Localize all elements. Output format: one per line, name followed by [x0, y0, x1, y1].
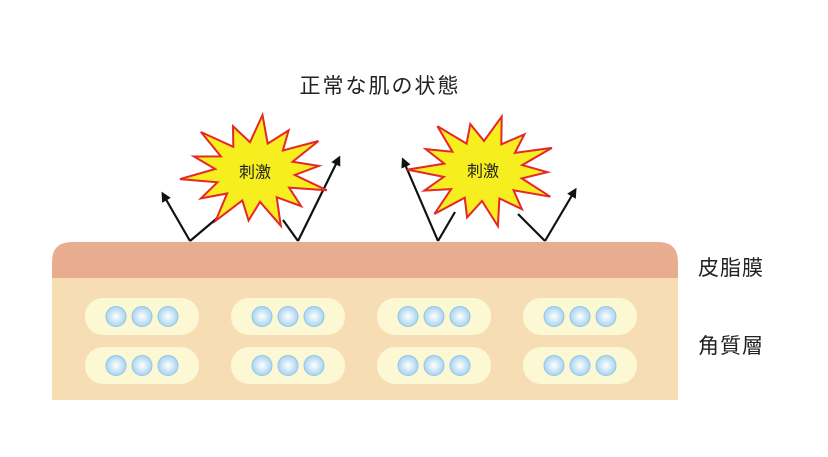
- moisture-bubble: [131, 355, 153, 376]
- moisture-bubble: [397, 306, 419, 327]
- deflect-arrow-2a: [282, 219, 299, 242]
- deflect-arrow-4a: [517, 213, 546, 242]
- stimulus-burst-left: 刺激: [179, 111, 328, 230]
- stimulus-label-left: 刺激: [239, 163, 271, 182]
- moisture-bubble: [423, 306, 445, 327]
- moisture-bubble: [157, 306, 179, 327]
- diagram-title: 正常な肌の状態: [299, 74, 461, 98]
- moisture-bubble: [595, 355, 617, 376]
- moisture-bubble: [569, 306, 591, 327]
- moisture-bubble: [397, 355, 419, 376]
- moisture-bubble: [251, 306, 273, 327]
- moisture-bubble: [543, 355, 565, 376]
- stimulus-burst-right: 刺激: [407, 113, 553, 230]
- deflect-arrow-2b: [297, 155, 341, 242]
- stimulus-label-right: 刺激: [467, 162, 499, 181]
- corneocyte-grid: [85, 298, 637, 384]
- stratum-corneum-label: 角質層: [698, 334, 764, 358]
- deflect-arrow-3b: [437, 211, 456, 242]
- sebum-layer-label: 皮脂膜: [698, 256, 764, 280]
- moisture-bubble: [105, 355, 127, 376]
- deflect-arrow-1a: [161, 191, 191, 242]
- moisture-bubble: [277, 306, 299, 327]
- moisture-bubble: [449, 355, 471, 376]
- moisture-bubble: [423, 355, 445, 376]
- deflect-arrow-4b: [544, 187, 577, 242]
- moisture-bubble: [277, 355, 299, 376]
- moisture-bubble: [543, 306, 565, 327]
- deflect-arrow-3a: [401, 157, 440, 242]
- moisture-bubble: [105, 306, 127, 327]
- sebum-layer: [52, 242, 678, 278]
- arrows: [161, 155, 577, 242]
- moisture-bubble: [569, 355, 591, 376]
- moisture-bubble: [251, 355, 273, 376]
- moisture-bubble: [131, 306, 153, 327]
- moisture-bubble: [449, 306, 471, 327]
- moisture-bubble: [303, 355, 325, 376]
- moisture-bubble: [595, 306, 617, 327]
- moisture-bubble: [303, 306, 325, 327]
- moisture-bubble: [157, 355, 179, 376]
